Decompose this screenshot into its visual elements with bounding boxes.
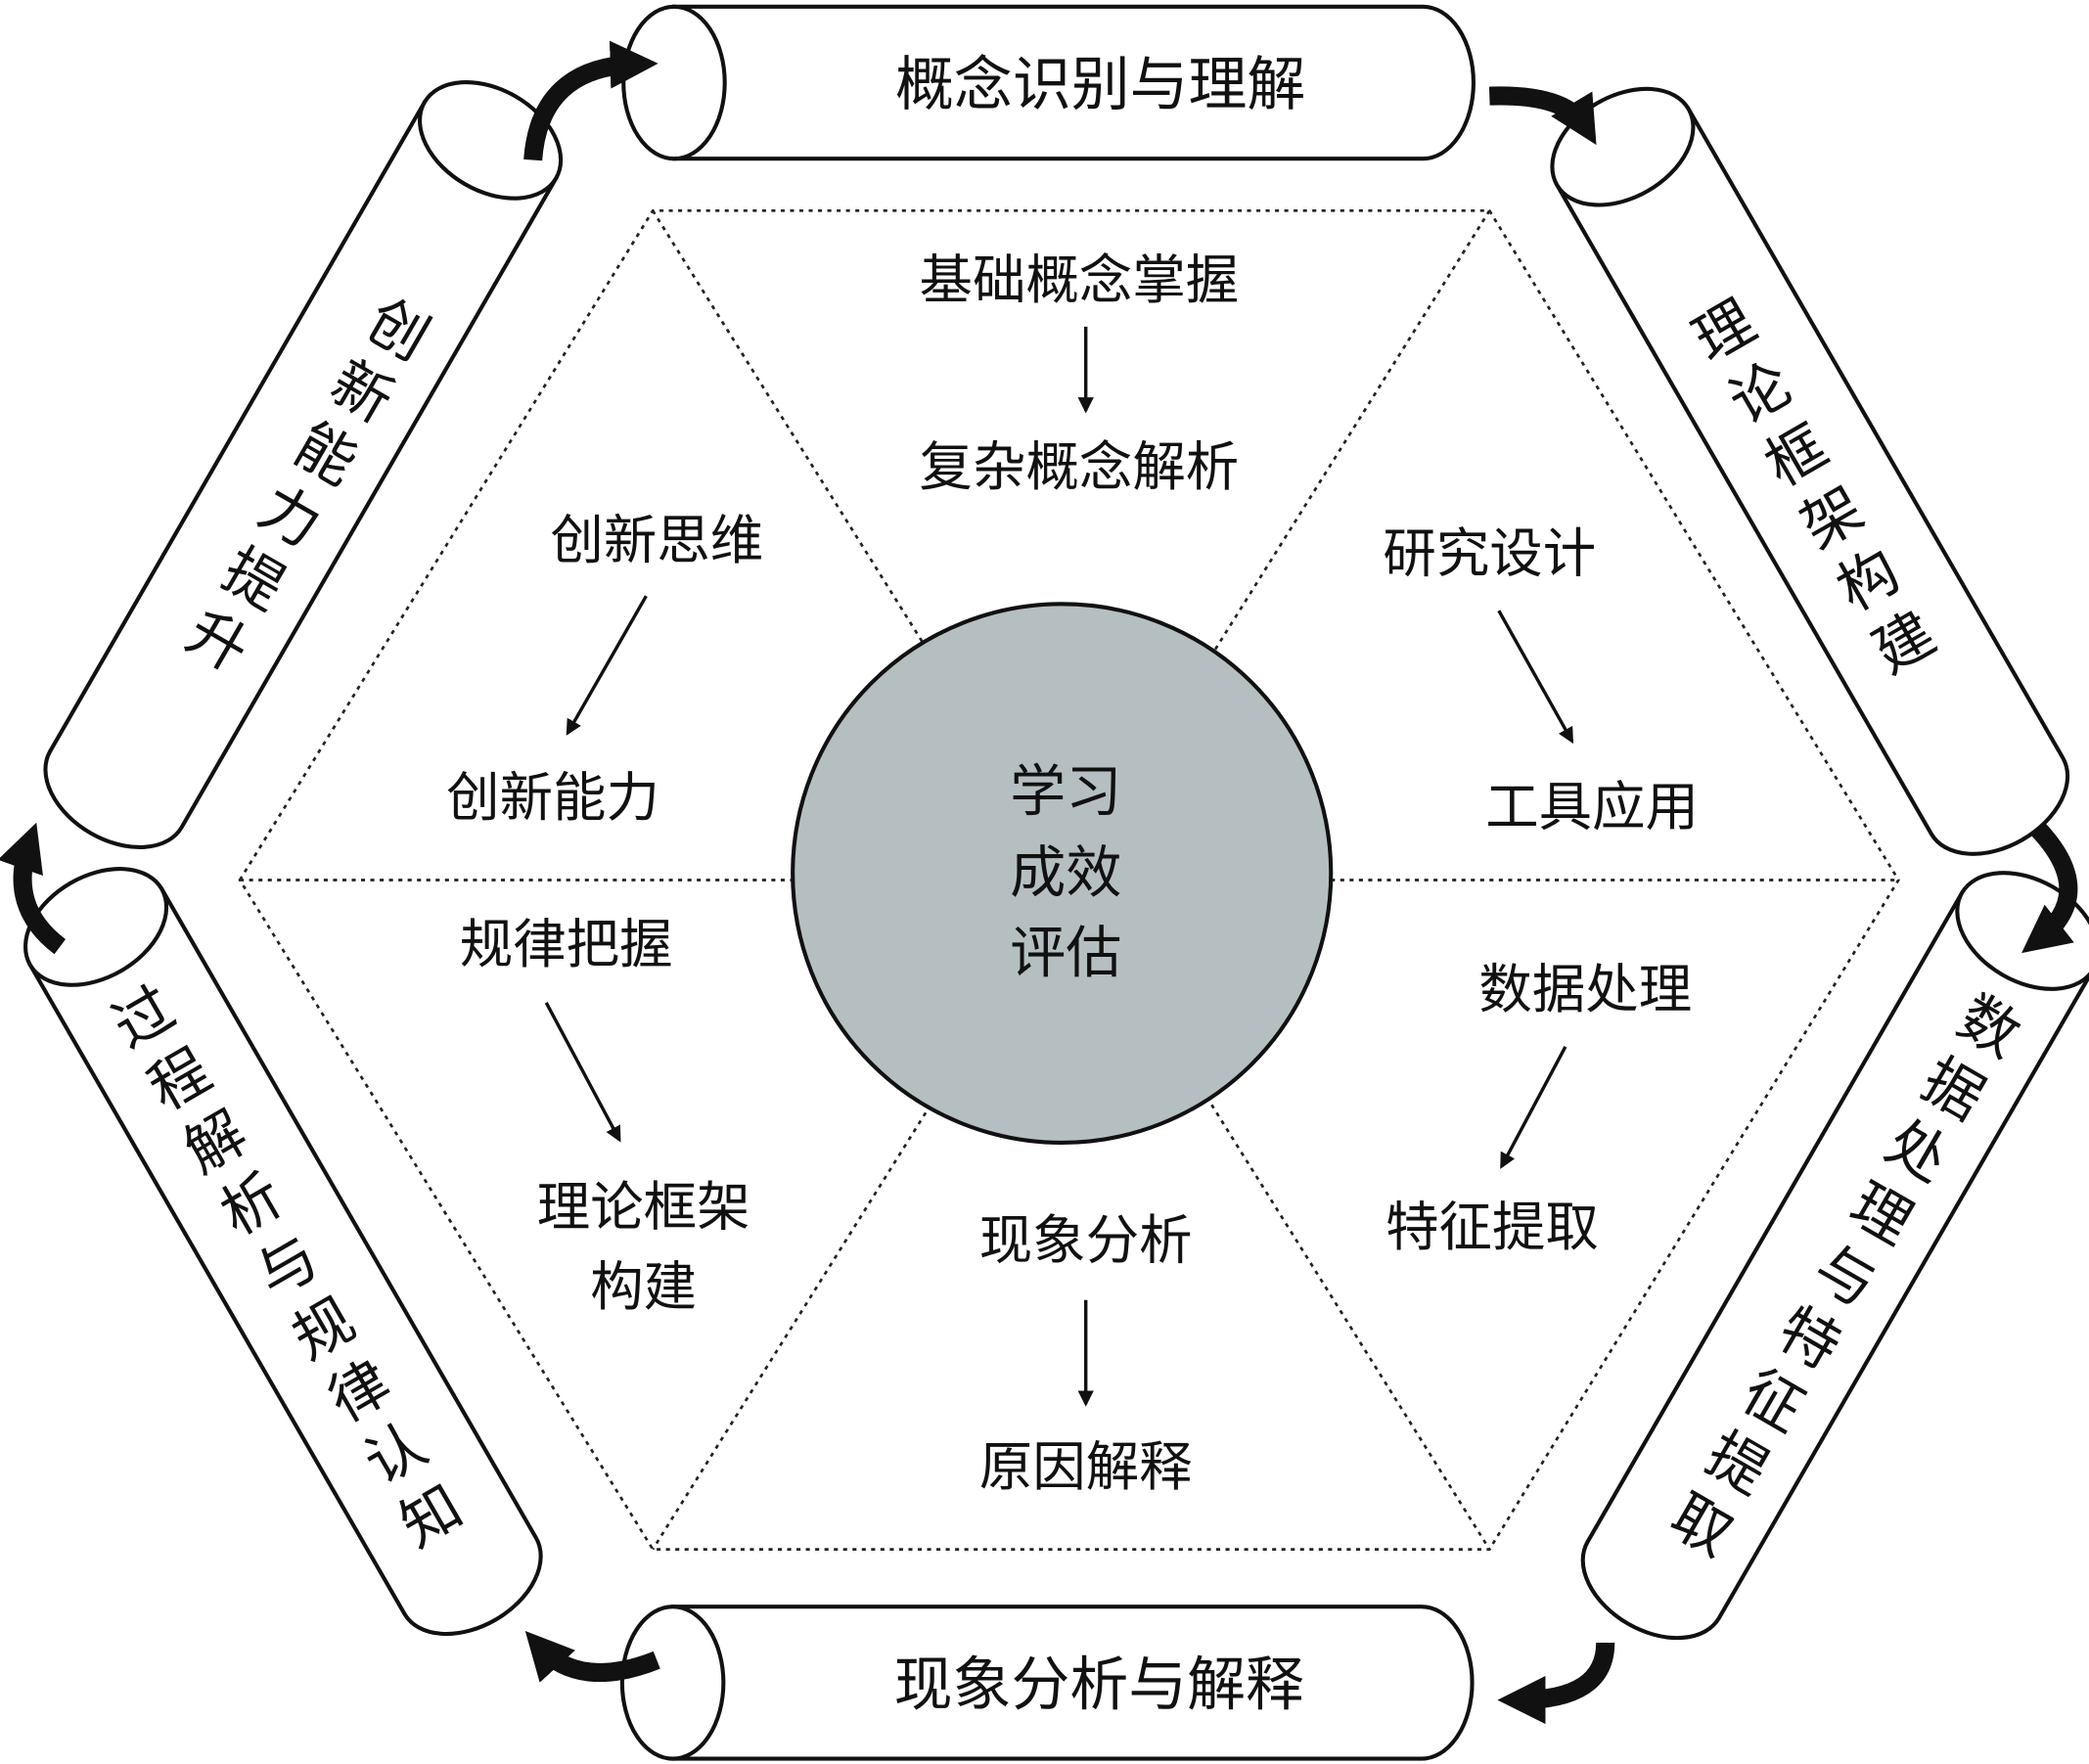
center-circle: 学习 成效 评估 bbox=[791, 602, 1334, 1145]
curved-arrow-icon bbox=[523, 40, 658, 161]
sector-bottom: 现象分析 原因解释 bbox=[979, 1208, 1193, 1498]
sector-to: 特征提取 bbox=[1385, 1196, 1599, 1258]
sector-to-line-2: 构建 bbox=[590, 1255, 697, 1318]
arrow-icon bbox=[566, 595, 648, 736]
cylinder-cap bbox=[621, 4, 727, 161]
cylinder-body bbox=[43, 99, 560, 850]
curved-arrow-icon bbox=[2021, 823, 2078, 954]
sector-to: 复杂概念解析 bbox=[920, 435, 1240, 498]
curved-arrow-icon bbox=[0, 822, 67, 955]
cylinder-top-right: 理论框架构建 bbox=[1550, 86, 2070, 856]
arrow-icon bbox=[1500, 1046, 1567, 1169]
sector-from: 基础概念掌握 bbox=[920, 249, 1240, 311]
sector-from: 数据处理 bbox=[1478, 958, 1692, 1020]
cylinder-body bbox=[1554, 106, 2070, 856]
cylinder-bottom: 现象分析与解释 bbox=[619, 1605, 1475, 1761]
center-line-1: 学习 bbox=[1010, 759, 1121, 824]
sector-bottom-right: 数据处理 特征提取 bbox=[1385, 958, 1692, 1258]
cylinder-top: 概念识别与理解 bbox=[621, 4, 1476, 161]
cycle-arrows bbox=[0, 40, 2078, 1725]
cylinder-body bbox=[670, 1605, 1475, 1761]
sector-from: 创新思维 bbox=[550, 509, 763, 571]
sector-from: 现象分析 bbox=[979, 1208, 1193, 1271]
sector-to: 原因解释 bbox=[979, 1435, 1193, 1498]
cylinder-body bbox=[1580, 889, 2089, 1641]
cylinder-label: 概念识别与理解 bbox=[895, 51, 1305, 119]
cylinder-label: 过程解析与规律认知 bbox=[94, 975, 477, 1571]
sector-bottom-left: 规律把握 理论框架 构建 bbox=[460, 913, 750, 1318]
curved-arrow-icon bbox=[524, 1630, 660, 1683]
arrow-icon bbox=[1497, 610, 1574, 745]
sector-top-right: 研究设计 工具应用 bbox=[1383, 522, 1699, 838]
sector-from: 规律把握 bbox=[460, 913, 673, 975]
cylinder-label: 现象分析与解释 bbox=[894, 1651, 1304, 1720]
curved-arrow-icon bbox=[1488, 86, 1597, 146]
center-line-3: 评估 bbox=[1010, 921, 1121, 985]
sector-to: 工具应用 bbox=[1485, 775, 1699, 837]
cylinder-label: 数据处理与特征提取 bbox=[1647, 979, 2029, 1575]
cylinder-cap bbox=[23, 867, 169, 987]
sector-to-line-1: 理论框架 bbox=[537, 1175, 750, 1238]
sector-top: 基础概念掌握 复杂概念解析 bbox=[920, 249, 1240, 498]
curved-arrow-icon bbox=[1497, 1642, 1615, 1725]
sector-from: 研究设计 bbox=[1383, 522, 1596, 585]
cylinder-body bbox=[27, 885, 543, 1637]
cylinder-top-left: 创新能力提升 bbox=[43, 79, 564, 850]
cylinder-cap bbox=[418, 79, 564, 201]
cylinder-cap bbox=[619, 1605, 726, 1761]
center-line-2: 成效 bbox=[1010, 841, 1121, 906]
arrow-icon bbox=[544, 1002, 621, 1143]
hexagon-frame bbox=[238, 208, 1900, 1551]
sector-to: 创新能力 bbox=[446, 766, 659, 829]
sector-top-left: 创新思维 创新能力 bbox=[446, 509, 763, 829]
cylinder-body bbox=[671, 4, 1476, 161]
